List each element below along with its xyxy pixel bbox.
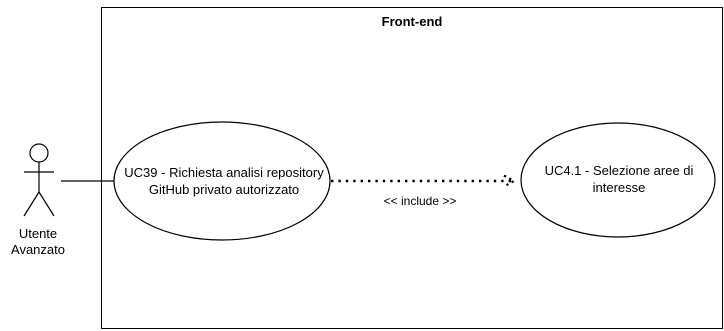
use-case-uc41-label: UC4.1 - Selezione aree di interesse — [544, 163, 694, 195]
use-case-uc39 — [113, 121, 331, 241]
include-arrowhead — [503, 174, 517, 188]
use-case-uc41 — [520, 122, 716, 238]
actor-figure — [23, 143, 55, 217]
actor-label-line: Utente — [18, 226, 58, 241]
boundary-title: Front-end — [381, 14, 443, 29]
include-label: << include >> — [383, 194, 457, 208]
use-case-uc39-label: UC39 - Richiesta analisi repository GitH… — [124, 165, 324, 197]
actor-label-line: Avanzato — [11, 242, 65, 257]
